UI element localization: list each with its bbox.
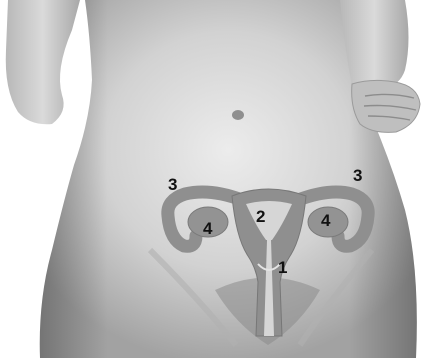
label-ovary-right: 4 — [321, 211, 331, 230]
navel — [232, 110, 244, 120]
label-ovary-left: 4 — [203, 219, 213, 238]
right-arm — [340, 0, 409, 88]
label-cervix: 1 — [278, 258, 287, 277]
label-uterus: 2 — [256, 207, 265, 226]
label-fallopian-tube-left: 3 — [168, 175, 177, 194]
label-fallopian-tube-right: 3 — [353, 166, 362, 185]
